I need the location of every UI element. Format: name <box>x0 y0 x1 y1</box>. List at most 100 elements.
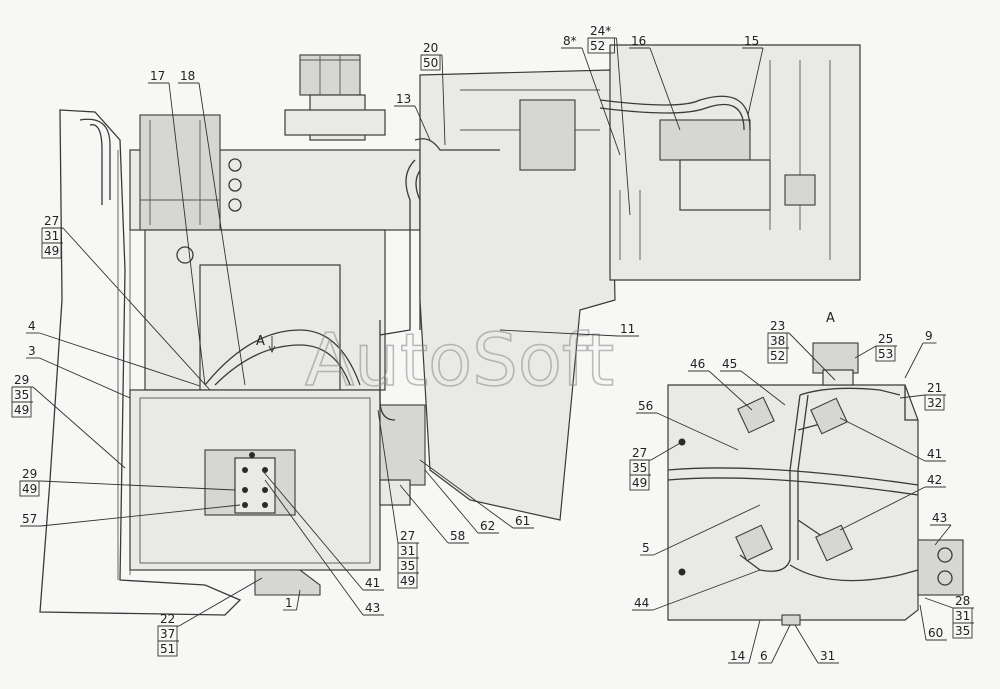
watermark-text: AutoSoft <box>305 318 614 402</box>
callout-c43a: 43 <box>363 601 384 616</box>
callout-number: 49 <box>22 482 37 496</box>
leader-line-c14 <box>748 619 761 664</box>
callout-c43b: 43 <box>930 511 951 526</box>
callout-c58: 58 <box>448 529 469 544</box>
view-marker: A <box>256 334 265 349</box>
callout-number: 31 <box>955 609 970 623</box>
leader-line-c3 <box>39 357 131 399</box>
callout-number: 52 <box>590 39 605 53</box>
callout-c9: 9 <box>923 329 937 344</box>
callout-number: 6 <box>760 649 768 663</box>
leader-line-c25 <box>854 345 877 359</box>
leader-line-c41b <box>839 417 926 462</box>
leader-line-c31 <box>794 624 819 664</box>
callout-c5: 5 <box>640 541 654 556</box>
callout-number: 3 <box>28 344 36 358</box>
callout-number: 50 <box>423 56 438 70</box>
leader-line-c41a <box>261 469 364 591</box>
callout-number: 28 <box>955 594 970 608</box>
callout-number: 32 <box>927 396 942 410</box>
callout-c41a: 41 <box>363 576 384 591</box>
leader-line-c24 <box>616 37 631 216</box>
callout-number: 51 <box>160 642 175 656</box>
leader-line-c4 <box>39 332 201 387</box>
callout-number: 11 <box>620 322 635 336</box>
callout-number: 35 <box>632 461 647 475</box>
callout-number: 25 <box>878 332 893 346</box>
leader-line-c18 <box>198 82 246 386</box>
callout-c13: 13 <box>394 92 415 107</box>
leader-line-c1 <box>296 589 301 611</box>
callout-number: 18 <box>180 69 195 83</box>
callout-c62: 62 <box>478 519 499 534</box>
leader-line-c13 <box>414 105 431 141</box>
callout-number: 41 <box>927 447 942 461</box>
leader-line-c15 <box>747 47 764 116</box>
callout-c16: 16 <box>629 34 650 49</box>
callout-c4: 4 <box>26 319 40 334</box>
callout-c1: 1 <box>283 596 297 611</box>
callout-number: 35 <box>14 388 29 402</box>
callout-number: 35 <box>955 624 970 638</box>
callout-number: 5 <box>642 541 650 555</box>
leader-line-c46 <box>708 370 753 411</box>
leader-line-c23 <box>788 332 836 381</box>
callout-number: 38 <box>770 334 785 348</box>
callout-c57: 57 <box>20 512 41 527</box>
leader-line-c57 <box>40 504 241 527</box>
callout-c11: 11 <box>618 322 639 337</box>
view-a-panel <box>667 384 919 621</box>
leader-line-c61 <box>419 459 514 529</box>
callout-c45: 45 <box>720 357 741 372</box>
leader-line-c56 <box>656 412 739 451</box>
callout-number: 14 <box>730 649 745 663</box>
leader-line-c21 <box>899 394 926 399</box>
view-label: A <box>826 311 835 326</box>
leader-line-c27c <box>650 441 683 461</box>
leader-line-c29b <box>40 480 236 491</box>
callout-number: 44 <box>634 596 649 610</box>
callout-c56: 56 <box>636 399 657 414</box>
callout-number: 20 <box>423 41 438 55</box>
callout-c14: 14 <box>728 649 749 664</box>
callout-number: 13 <box>396 92 411 106</box>
callout-number: 45 <box>722 357 737 371</box>
callout-c60: 60 <box>926 626 947 641</box>
view-arrow-icon <box>268 336 276 354</box>
callout-number: 29 <box>14 373 29 387</box>
callout-number: 41 <box>365 576 380 590</box>
leader-line-c42 <box>839 486 926 531</box>
callout-number: 17 <box>150 69 165 83</box>
leader-line-c5 <box>653 504 761 556</box>
callout-number: 35 <box>400 559 415 573</box>
callout-number: 31 <box>400 544 415 558</box>
main-assembly-view <box>39 44 861 616</box>
leader-line-c20 <box>441 54 446 146</box>
callout-number: 60 <box>928 626 943 640</box>
callout-number: 49 <box>632 476 647 490</box>
callout-c8: 8* <box>561 34 582 49</box>
callout-c24: 24*52 <box>587 24 617 54</box>
leader-line-c43a <box>264 479 364 616</box>
leader-line-c29a <box>32 386 126 469</box>
callout-number: 27 <box>44 214 59 228</box>
callout-c31: 31 <box>818 649 839 664</box>
callout-number: 61 <box>515 514 530 528</box>
callout-number: 58 <box>450 529 465 543</box>
callout-number: 56 <box>638 399 653 413</box>
callout-c46: 46 <box>688 357 709 372</box>
callout-number: 24* <box>590 24 611 38</box>
callout-c17: 17 <box>148 69 169 84</box>
